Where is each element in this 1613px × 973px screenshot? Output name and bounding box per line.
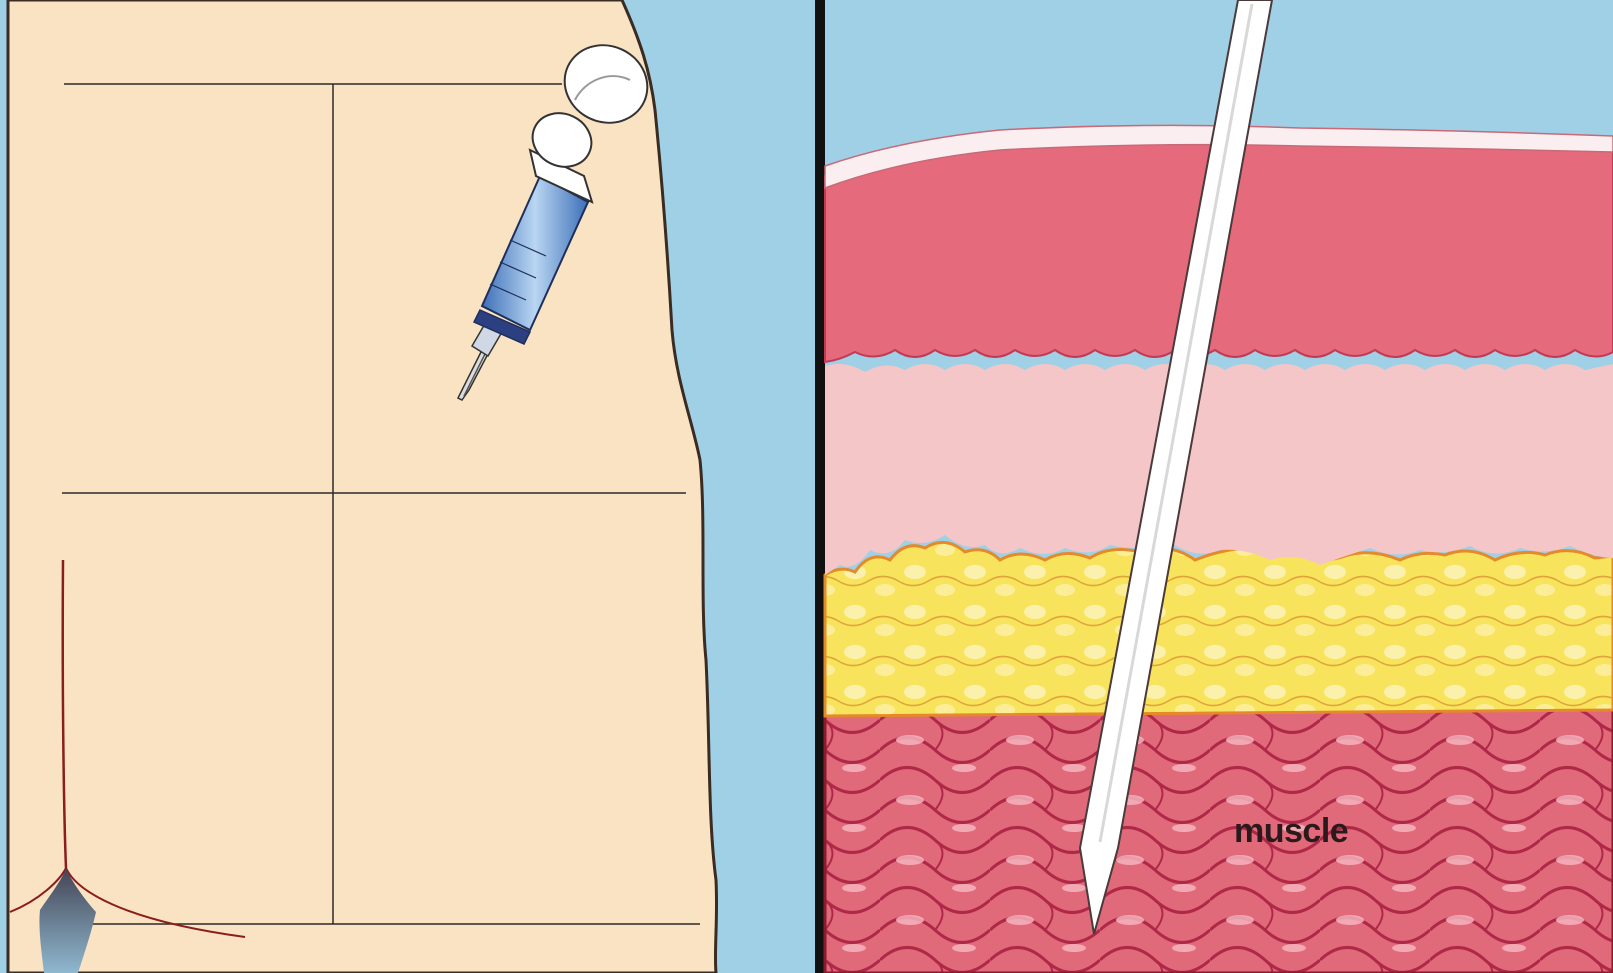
right-panel [825, 0, 1613, 973]
left-panel [0, 0, 815, 973]
fat-layer [825, 542, 1613, 716]
muscle-label: muscle [1234, 812, 1348, 851]
abdomen-skin [8, 0, 717, 973]
muscle-layer [825, 700, 1613, 973]
